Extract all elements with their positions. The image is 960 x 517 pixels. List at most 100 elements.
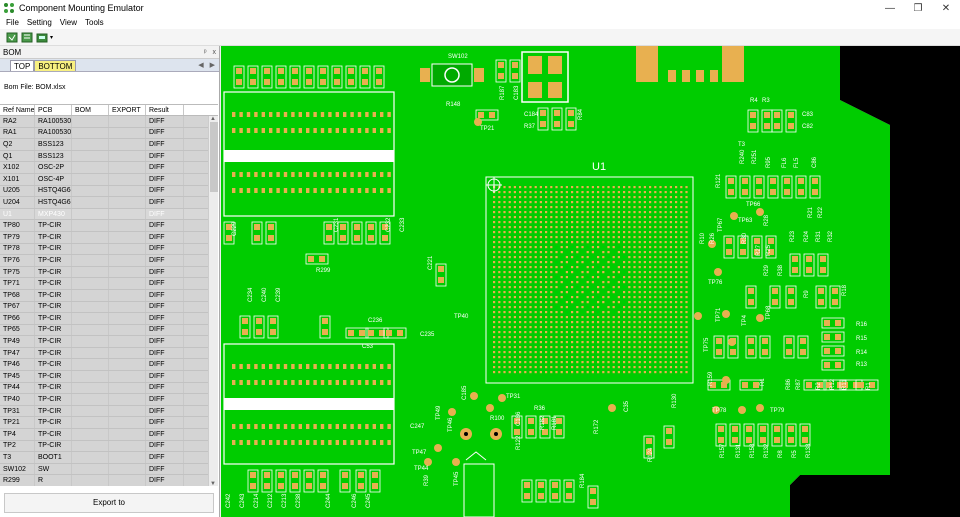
table-cell xyxy=(109,336,146,347)
table-row[interactable]: RA2RA10053000DIFF xyxy=(0,116,218,128)
smd-footprint xyxy=(317,469,329,493)
smd-footprint xyxy=(745,285,757,309)
col-bom[interactable]: BOM xyxy=(72,105,109,115)
silkscreen-label: C86 xyxy=(812,156,818,168)
table-cell xyxy=(72,347,109,359)
col-pcb[interactable]: PCB xyxy=(35,105,72,115)
smd-footprint xyxy=(737,235,749,259)
col-ref-name[interactable]: Ref Name xyxy=(0,105,35,115)
table-cell: TP40 xyxy=(0,394,35,405)
menu-view[interactable]: View xyxy=(59,18,77,27)
smd-footprint xyxy=(757,423,769,447)
import-pcb-icon[interactable] xyxy=(6,32,18,43)
table-cell xyxy=(109,440,146,452)
grid-body: RA2RA10053000DIFFRA1RA10053000DIFFQ2BSS1… xyxy=(0,116,218,486)
tab-prev-icon[interactable]: ◀ xyxy=(198,62,204,69)
smd-footprint xyxy=(339,469,351,493)
pin-icon[interactable]: ᵖ xyxy=(203,48,207,56)
table-row[interactable]: U204HSTQ4G63ADIFF xyxy=(0,197,218,209)
smd-footprint xyxy=(261,65,273,89)
smd-footprint xyxy=(383,327,407,339)
tab-next-icon[interactable]: ▶ xyxy=(209,62,215,69)
table-cell xyxy=(109,173,146,185)
table-cell: DIFF xyxy=(146,382,184,394)
maximize-button[interactable]: ❐ xyxy=(913,2,923,14)
panel-close-icon[interactable]: x xyxy=(212,48,217,56)
table-cell: DIFF xyxy=(146,429,184,440)
grid-scrollbar[interactable]: ▲ ▼ xyxy=(208,116,218,486)
smd-footprint xyxy=(345,65,357,89)
table-cell: DIFF xyxy=(146,394,184,405)
silkscreen-label: C183 xyxy=(514,85,520,100)
test-point xyxy=(608,404,616,412)
export-icon[interactable] xyxy=(36,32,48,43)
silkscreen-label: T3 xyxy=(738,142,746,148)
menu-file[interactable]: File xyxy=(6,18,19,27)
scroll-up-icon[interactable]: ▲ xyxy=(210,116,216,122)
tab-top[interactable]: TOP xyxy=(10,60,35,71)
table-row[interactable]: U205HSTQ4G63ADIFF xyxy=(0,185,218,198)
silkscreen-label: R28 xyxy=(764,214,770,226)
pcb-board-canvas[interactable]: C228C227C226C219C218C217R222R221C216C215… xyxy=(221,46,960,517)
smd-footprint xyxy=(509,59,521,83)
smd-footprint xyxy=(783,335,795,359)
test-point xyxy=(722,310,730,318)
table-cell xyxy=(72,185,109,197)
col-export[interactable]: EXPORT xyxy=(109,105,146,115)
smd-footprint xyxy=(723,235,735,259)
scroll-down-icon[interactable]: ▼ xyxy=(210,481,216,486)
scroll-thumb[interactable] xyxy=(210,122,218,192)
table-cell: X101 xyxy=(0,173,35,185)
close-button[interactable]: ✕ xyxy=(941,2,951,14)
silkscreen-label: R3 xyxy=(762,98,770,104)
col-result[interactable]: Result xyxy=(146,105,184,115)
menu-tools[interactable]: Tools xyxy=(85,18,104,27)
minimize-button[interactable]: — xyxy=(885,2,895,14)
silkscreen-label: TP45 xyxy=(454,471,460,486)
smd-footprint xyxy=(289,65,301,89)
table-cell: DIFF xyxy=(146,243,184,255)
tab-bottom[interactable]: BOTTOM xyxy=(34,60,77,71)
import-bom-icon[interactable] xyxy=(21,32,33,43)
export-to-button[interactable]: Export to xyxy=(4,492,214,513)
menu-setting[interactable]: Setting xyxy=(26,18,52,27)
silkscreen-label: R251 xyxy=(752,149,758,164)
silkscreen-label: R101 xyxy=(540,46,555,48)
smd-footprint xyxy=(303,469,315,493)
smd-footprint xyxy=(725,175,737,199)
silkscreen-label: R30 xyxy=(742,232,748,244)
silkscreen-label: R172 xyxy=(594,419,600,434)
menu-bar: File Setting View Tools xyxy=(0,16,960,29)
toolbar-dropdown-icon[interactable]: ▾ xyxy=(50,34,54,41)
table-cell xyxy=(72,394,109,405)
table-row[interactable]: RA1RA10053000DIFF xyxy=(0,127,218,140)
